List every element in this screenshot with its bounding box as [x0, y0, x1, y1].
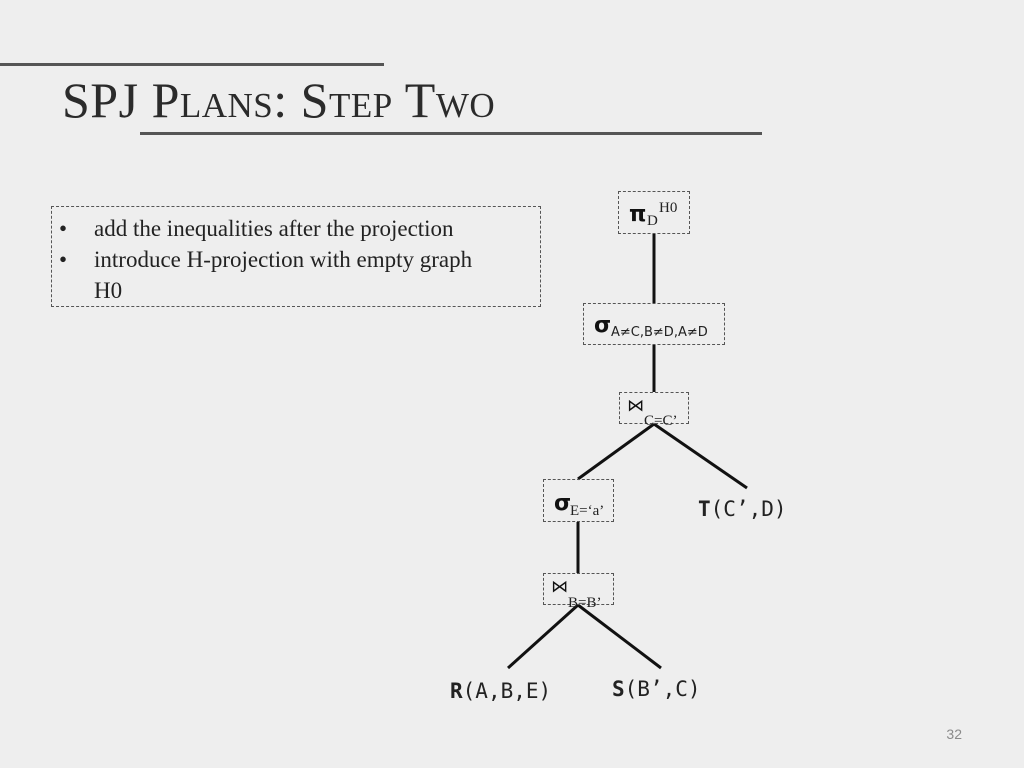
page-number: 32 [946, 726, 962, 742]
join-bottom-subscript: B=B’ [568, 595, 602, 611]
relation-r: R(A,B,E) [450, 679, 551, 703]
selection-inequalities-subscript: A≠C,B≠D,A≠D [611, 325, 708, 340]
edge-join-top-relation-t [653, 422, 748, 490]
projection-superscript: H0 [659, 200, 678, 216]
edge-join-top-selection-e [577, 422, 655, 481]
selection-e-symbol: σ [554, 491, 572, 516]
edge-join-bottom-relation-s [577, 603, 662, 670]
edge-join-bottom-relation-r [506, 603, 580, 670]
relation-s-attrs: (B’,C) [624, 677, 701, 701]
join-top-symbol: ⋈ [627, 396, 644, 416]
projection-symbol: π [629, 202, 647, 227]
relation-r-name: R [450, 679, 463, 703]
slide-title: SPJ Plans: Step Two [62, 72, 496, 128]
selection-inequalities-node: σ A≠C,B≠D,A≠D [583, 303, 725, 345]
projection-subscript: D [647, 213, 658, 229]
join-bottom-symbol: ⋈ [551, 577, 568, 597]
selection-e-subscript: E=‘a’ [570, 503, 605, 519]
selection-e-node: σ E=‘a’ [543, 479, 614, 522]
projection-node: π D H0 [618, 191, 690, 234]
relation-t: T(C’,D) [698, 497, 787, 521]
join-top-subscript: C=C’ [644, 413, 678, 429]
title-rule-top [0, 63, 384, 66]
relation-r-attrs: (A,B,E) [462, 679, 552, 703]
relation-s-name: S [612, 677, 625, 701]
notes-box: add the inequalities after the projectio… [51, 206, 541, 307]
note-bullet-1: add the inequalities after the projectio… [59, 213, 534, 244]
note-bullet-2: introduce H-projection with empty graph … [59, 244, 494, 306]
join-bottom-node: ⋈ B=B’ [543, 573, 614, 611]
relation-t-attrs: (C’,D) [710, 497, 787, 521]
join-top-node: ⋈ C=C’ [619, 392, 689, 429]
title-rule-bottom [140, 132, 762, 135]
selection-inequalities-symbol: σ [594, 313, 612, 338]
relation-s: S(B’,C) [612, 677, 701, 701]
relation-t-name: T [698, 497, 711, 521]
